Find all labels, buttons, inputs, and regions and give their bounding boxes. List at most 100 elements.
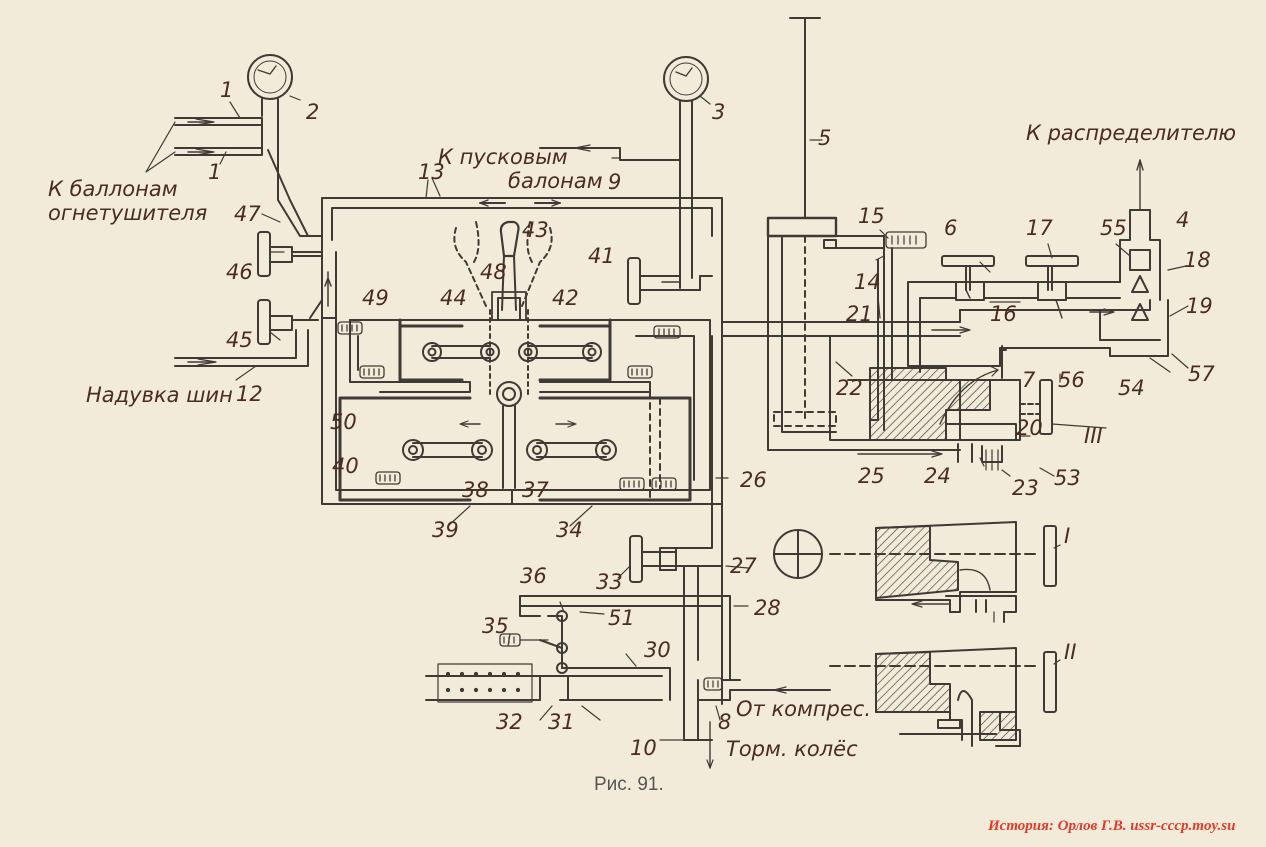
label-10: 10 bbox=[630, 736, 657, 760]
control-lever-43 bbox=[453, 220, 553, 396]
brake-cylinder-32 bbox=[437, 663, 533, 703]
valve-33 bbox=[629, 535, 677, 583]
label-50: 50 bbox=[330, 410, 357, 434]
label-48: 48 bbox=[480, 260, 507, 284]
nozzle-II-hatch-2 bbox=[979, 711, 1017, 741]
label-37: 37 bbox=[522, 478, 549, 502]
label-4: 4 bbox=[1176, 208, 1190, 232]
extinguisher-lines bbox=[174, 115, 323, 237]
label-51: 51 bbox=[608, 606, 635, 630]
label-17: 17 bbox=[1026, 216, 1053, 240]
compressor-inlet bbox=[683, 677, 831, 769]
caption-start-line2: балонам bbox=[508, 169, 603, 193]
label-36: 36 bbox=[520, 564, 547, 588]
label-43: 43 bbox=[522, 218, 549, 242]
label-16: 16 bbox=[990, 302, 1017, 326]
label-55: 55 bbox=[1100, 216, 1127, 240]
pressure-gauge-2 bbox=[247, 54, 293, 117]
label-leaders bbox=[145, 95, 1189, 741]
valve-17 bbox=[1025, 255, 1079, 301]
caption-start-line1: К пусковым bbox=[438, 145, 568, 169]
nozzle-I-hatch bbox=[875, 525, 959, 599]
label-6: 6 bbox=[944, 216, 958, 240]
start-cylinder-line-9 bbox=[539, 144, 681, 161]
label-21: 21 bbox=[846, 302, 873, 326]
label-20: 20 bbox=[1016, 416, 1043, 440]
label-roman-I: I bbox=[1064, 524, 1071, 548]
caption-tire-inflation: Надувка шин bbox=[86, 383, 233, 407]
manifold-13 bbox=[321, 197, 723, 241]
label-44: 44 bbox=[440, 286, 467, 310]
pilot-rod-5 bbox=[766, 17, 961, 451]
label-22: 22 bbox=[836, 376, 863, 400]
spring-valves bbox=[337, 321, 681, 491]
caption-extinguisher-line1: К баллонам bbox=[48, 177, 178, 201]
nozzle-III-hatch bbox=[869, 367, 991, 441]
valve-6 bbox=[941, 255, 995, 301]
label-47: 47 bbox=[234, 202, 261, 226]
nozzle-III bbox=[939, 345, 1053, 471]
valve-45 bbox=[257, 257, 332, 345]
output-valve-55 bbox=[1119, 159, 1161, 321]
label-23: 23 bbox=[1012, 476, 1039, 500]
caption-distributor: К распределителю bbox=[1026, 121, 1237, 145]
distributor-lines bbox=[907, 281, 1169, 357]
label-56: 56 bbox=[1058, 368, 1085, 392]
label-42: 42 bbox=[552, 286, 579, 310]
label-12: 12 bbox=[236, 382, 263, 406]
valve-41 bbox=[627, 257, 713, 305]
label-49: 49 bbox=[362, 286, 389, 310]
label-1-top: 1 bbox=[220, 78, 234, 102]
label-53: 53 bbox=[1054, 466, 1081, 490]
label-57: 57 bbox=[1188, 362, 1215, 386]
label-39: 39 bbox=[432, 518, 459, 542]
figure-caption: Рис. 91. bbox=[594, 774, 664, 795]
label-46: 46 bbox=[226, 260, 253, 284]
label-7: 7 bbox=[1022, 368, 1036, 392]
caption-from-compressor: От компрес. bbox=[736, 697, 872, 721]
label-40: 40 bbox=[332, 454, 359, 478]
label-41: 41 bbox=[588, 244, 615, 268]
label-24: 24 bbox=[924, 464, 951, 488]
valve-46 bbox=[257, 231, 323, 277]
label-28: 28 bbox=[754, 596, 781, 620]
label-35: 35 bbox=[482, 614, 509, 638]
pressure-gauge-3 bbox=[663, 56, 709, 289]
label-14: 14 bbox=[854, 270, 881, 294]
label-33: 33 bbox=[596, 570, 623, 594]
label-2: 2 bbox=[306, 100, 320, 124]
label-18: 18 bbox=[1184, 248, 1211, 272]
brake-linkage bbox=[425, 595, 731, 701]
link-to-cylinder bbox=[721, 321, 961, 337]
label-27: 27 bbox=[730, 554, 757, 578]
label-roman-III: III bbox=[1084, 424, 1103, 448]
label-26: 26 bbox=[740, 468, 767, 492]
label-1-bottom: 1 bbox=[208, 160, 222, 184]
label-45: 45 bbox=[226, 328, 253, 352]
nozzle-I-detail bbox=[773, 521, 1057, 623]
label-32: 32 bbox=[496, 710, 523, 734]
label-8: 8 bbox=[718, 710, 732, 734]
rocker-links bbox=[402, 342, 617, 489]
watermark: История: Орлов Г.В. ussr-cccp.moy.su bbox=[988, 818, 1236, 834]
caption-wheel-brakes: Торм. колёс bbox=[726, 737, 858, 761]
label-roman-II: II bbox=[1064, 640, 1077, 664]
label-9: 9 bbox=[608, 170, 622, 194]
label-19: 19 bbox=[1186, 294, 1213, 318]
label-38: 38 bbox=[462, 478, 489, 502]
label-30: 30 bbox=[644, 638, 671, 662]
caption-extinguisher-line2: огнетушителя bbox=[48, 201, 208, 225]
label-31: 31 bbox=[548, 710, 575, 734]
nozzle-II-hatch bbox=[875, 651, 951, 713]
label-3: 3 bbox=[712, 100, 726, 124]
label-54: 54 bbox=[1118, 376, 1145, 400]
label-13: 13 bbox=[418, 160, 445, 184]
label-15: 15 bbox=[858, 204, 885, 228]
label-5: 5 bbox=[818, 126, 832, 150]
tire-inflation-line bbox=[174, 329, 309, 367]
label-25: 25 bbox=[858, 464, 885, 488]
label-34: 34 bbox=[556, 518, 583, 542]
line-26-27 bbox=[675, 335, 741, 741]
